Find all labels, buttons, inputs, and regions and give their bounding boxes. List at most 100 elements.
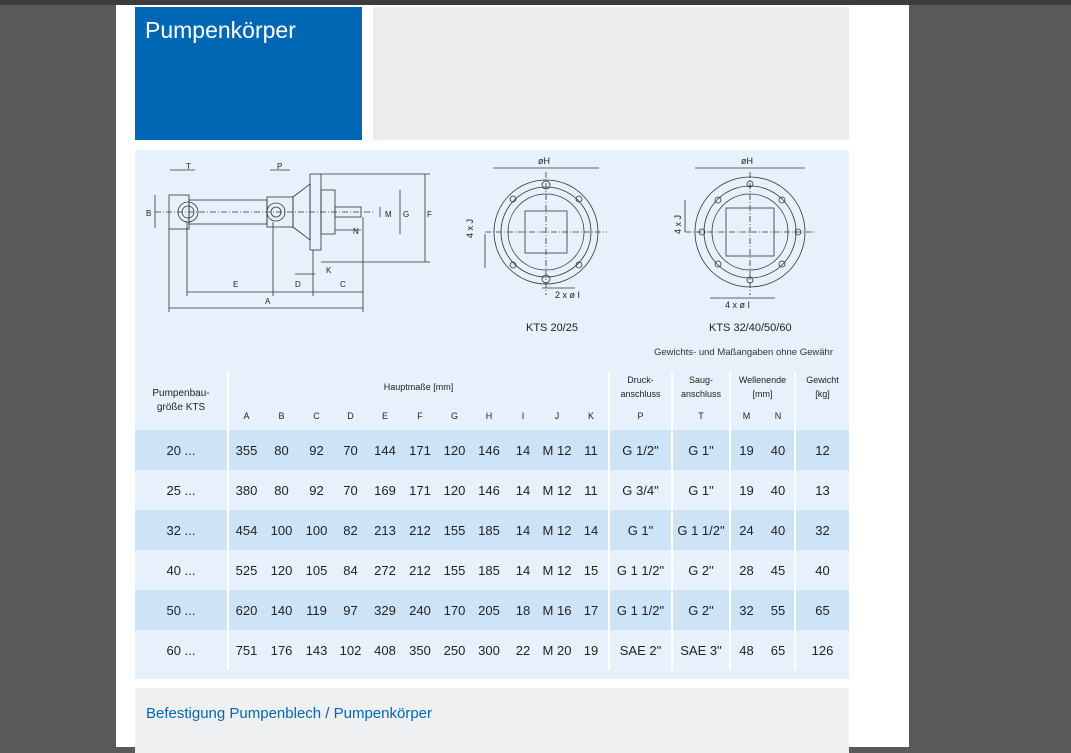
cell-n: 45 [762, 550, 795, 590]
cell-i: 14 [506, 430, 540, 470]
front-b-caption: KTS 32/40/50/60 [709, 322, 792, 334]
cell-k: 11 [574, 470, 609, 510]
cell-f: 240 [403, 590, 437, 630]
cell-t: G 1" [671, 430, 730, 470]
cell-b: 80 [264, 430, 299, 470]
front-b-bolt-i-label: 4 x ø I [725, 300, 751, 310]
col-header-h: H [485, 410, 493, 421]
cell-m: 19 [729, 470, 762, 510]
cell-d: 82 [334, 510, 367, 550]
cell-g: 155 [437, 550, 472, 590]
main-dimensions-header: Hauptmaße [mm] [227, 372, 609, 401]
disclaimer-text: Gewichts- und Maßangaben ohne Gewähr [653, 347, 833, 358]
dimension-panel: T P B M G F N K E D C A øH 4 x J 2 x ø I… [135, 150, 849, 679]
dim-label-p: P [277, 162, 283, 171]
front-b-bolt-j-label: 4 x J [673, 214, 683, 234]
saug-header: Saug- anschluss [671, 372, 730, 401]
page-title: Pumpenkörper [145, 17, 296, 43]
cell-m: 19 [729, 430, 762, 470]
cell-j: M 12 [540, 510, 574, 550]
size-header: Pumpenbau- größe KTS [152, 388, 210, 413]
col-header-g: G [450, 410, 458, 421]
col-header-t: T [671, 401, 730, 430]
dim-label-e: E [233, 280, 239, 289]
cell-size: 20 ... [135, 430, 228, 470]
cell-d: 97 [334, 590, 367, 630]
cell-p: G 1 1/2" [608, 590, 672, 630]
cell-h: 300 [472, 630, 506, 670]
cell-j: M 12 [540, 550, 574, 590]
cell-i: 14 [506, 510, 540, 550]
front-a-caption: KTS 20/25 [526, 322, 578, 334]
dim-label-n: N [353, 227, 359, 236]
col-header-d: D [347, 410, 354, 421]
dimension-table: Pumpenbau- größe KTS Hauptmaße [mm] Druc… [135, 372, 849, 670]
cell-t: G 2" [671, 550, 730, 590]
col-header-e: E [381, 410, 388, 421]
cell-h: 185 [472, 550, 506, 590]
cell-m: 28 [729, 550, 762, 590]
cell-k: 19 [574, 630, 609, 670]
mounting-section: Befestigung Pumpenblech / Pumpenkörper [135, 688, 849, 753]
col-header-m: M [729, 401, 762, 430]
table-row: 50 ... 620 140 119 97 329 240 170 205 18… [135, 590, 849, 630]
cell-b: 100 [264, 510, 299, 550]
cell-p: G 1/2" [608, 430, 672, 470]
cell-d: 102 [334, 630, 367, 670]
cell-g: 120 [437, 470, 472, 510]
col-header-c: C [313, 410, 320, 421]
cell-size: 60 ... [135, 630, 228, 670]
table-row: 60 ... 751 176 143 102 408 350 250 300 2… [135, 630, 849, 670]
cell-n: 40 [762, 470, 795, 510]
cell-d: 70 [334, 470, 367, 510]
cell-c: 92 [299, 430, 334, 470]
col-header-i: I [521, 410, 525, 421]
cell-h: 205 [472, 590, 506, 630]
cell-h: 146 [472, 470, 506, 510]
cell-weight: 13 [794, 470, 849, 510]
cell-j: M 20 [540, 630, 574, 670]
cell-f: 171 [403, 430, 437, 470]
dim-label-m: M [385, 210, 392, 219]
cell-k: 14 [574, 510, 609, 550]
druck-header: Druck- anschluss [608, 372, 672, 401]
cell-m: 32 [729, 590, 762, 630]
cell-a: 751 [227, 630, 264, 670]
col-header-f: F [417, 410, 423, 421]
cell-c: 105 [299, 550, 334, 590]
cell-e: 272 [367, 550, 403, 590]
cell-weight: 65 [794, 590, 849, 630]
cell-d: 84 [334, 550, 367, 590]
cell-b: 80 [264, 470, 299, 510]
cell-b: 140 [264, 590, 299, 630]
cell-e: 213 [367, 510, 403, 550]
table-row: 20 ... 355 80 92 70 144 171 120 146 14 M… [135, 430, 849, 470]
table-row: 25 ... 380 80 92 70 169 171 120 146 14 M… [135, 470, 849, 510]
dim-label-c: C [340, 280, 346, 289]
cell-size: 25 ... [135, 470, 228, 510]
cell-f: 171 [403, 470, 437, 510]
cell-weight: 40 [794, 550, 849, 590]
cell-e: 408 [367, 630, 403, 670]
dim-label-d: D [295, 280, 301, 289]
cell-weight: 32 [794, 510, 849, 550]
cell-i: 14 [506, 550, 540, 590]
cell-size: 32 ... [135, 510, 228, 550]
technical-drawing [154, 167, 815, 312]
cell-n: 40 [762, 430, 795, 470]
cell-p: G 3/4" [608, 470, 672, 510]
col-header-b: B [278, 410, 285, 421]
gewicht-header: Gewicht [kg] [794, 372, 849, 401]
cell-a: 620 [227, 590, 264, 630]
cell-c: 143 [299, 630, 334, 670]
cell-k: 15 [574, 550, 609, 590]
table-column-row: A B C D E F G H I J K P T M N [135, 401, 849, 430]
viewer-top-bar [0, 0, 1071, 5]
cell-i: 14 [506, 470, 540, 510]
cell-a: 380 [227, 470, 264, 510]
cell-p: G 1" [608, 510, 672, 550]
dim-label-b: B [146, 209, 152, 218]
cell-j: M 12 [540, 430, 574, 470]
col-header-gewicht [794, 401, 849, 430]
cell-p: SAE 2" [608, 630, 672, 670]
